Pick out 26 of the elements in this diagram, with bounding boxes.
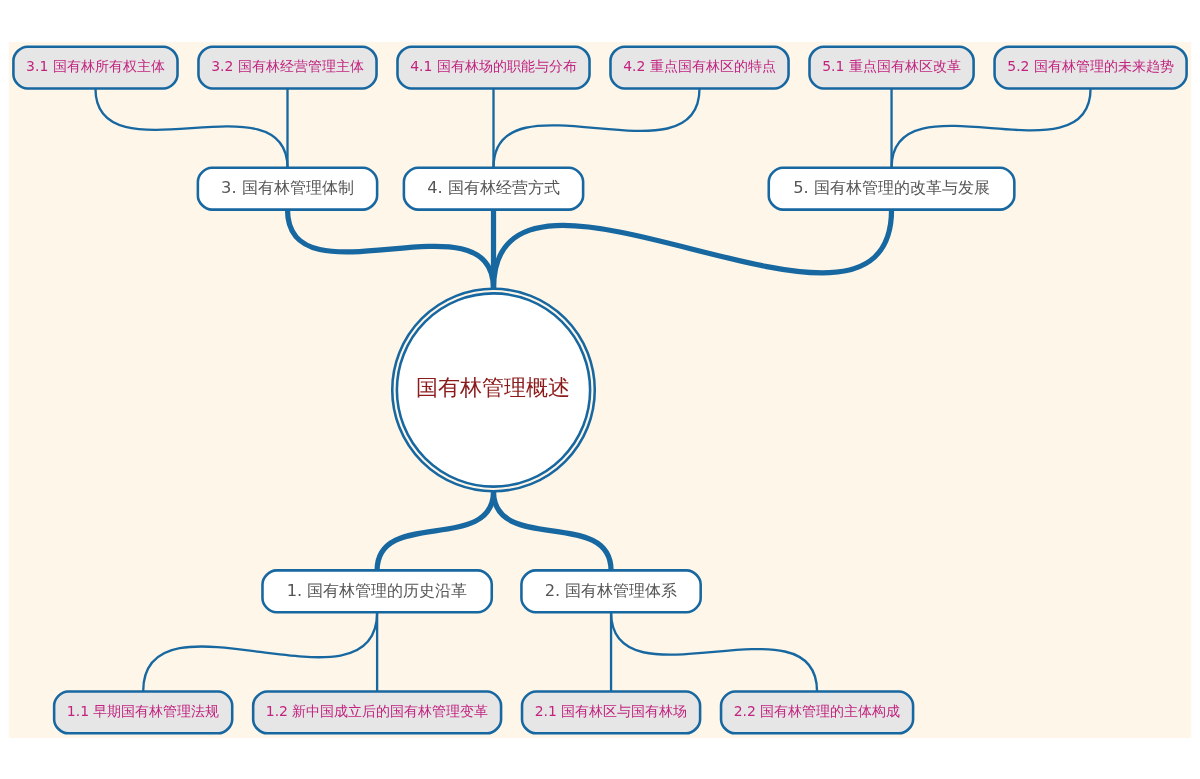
connector [492,87,701,168]
node-box: 1. 国有林管理的历史沿革 [261,568,494,614]
connector [286,88,289,168]
connector [490,490,614,571]
node-box: 3. 国有林管理体制 [196,165,379,211]
node-box: 1.1 早期国有林管理法规 [52,689,234,735]
connector [890,88,893,168]
node-box: 5.1 重点国有林区改革 [808,44,975,90]
node-box: 1.2 新中国成立后的国有林管理变革 [251,689,503,735]
connector [890,87,1092,168]
node-box: 3.2 国有林经营管理主体 [197,44,378,90]
node-box: 2.2 国有林管理的主体构成 [719,689,915,735]
node-box: 5.2 国有林管理的未来趋势 [993,44,1188,90]
node-box: 3.1 国有林所有权主体 [12,44,179,90]
connector [609,611,819,692]
node-box: 4.1 国有林场的职能与分布 [396,44,591,90]
connector [490,208,895,289]
node-box: 4. 国有林经营方式 [402,165,585,211]
node-circle: 国有林管理概述 [390,286,597,493]
node-box: 2. 国有林管理体系 [520,568,702,614]
connector [94,87,289,168]
node-box: 5. 国有林管理的改革与发展 [767,165,1016,211]
connector [142,611,379,692]
node-box: 2.1 国有林区与国有林场 [520,689,702,735]
node-box: 4.2 重点国有林区的特点 [609,44,790,90]
connector [375,611,379,691]
